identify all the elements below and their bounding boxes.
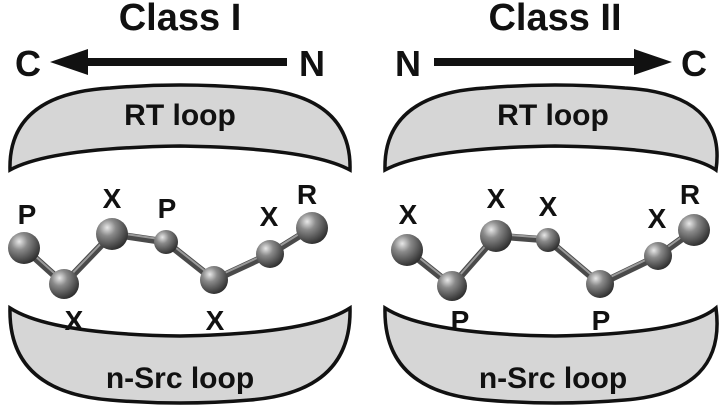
residue-label: P (18, 199, 37, 230)
panel-title: Class I (119, 0, 242, 39)
peptide-chain (391, 214, 710, 301)
residue-sphere (200, 266, 228, 294)
residue-label: P (158, 193, 177, 224)
residue-sphere (480, 220, 512, 252)
residue-sphere (437, 271, 467, 301)
residue-label: X (648, 203, 667, 234)
residue-sphere (154, 230, 178, 254)
direction-arrow-head (50, 49, 88, 75)
rt-loop-label: RT loop (124, 99, 236, 132)
residue-sphere (536, 228, 560, 252)
left-terminus-label: N (395, 43, 421, 84)
panel-class-2: Class II N C RT loop n-Src loop (383, 0, 719, 405)
residue-label: X (487, 183, 506, 214)
residue-sphere (586, 270, 614, 298)
residue-label: X (103, 183, 122, 214)
peptide-chain (8, 212, 328, 299)
residue-sphere (678, 214, 710, 246)
rt-loop-shape (383, 83, 719, 174)
residue-labels: X P X X P X R (399, 179, 700, 336)
residue-label: R (297, 179, 317, 210)
n-src-loop-label: n-Src loop (106, 362, 254, 395)
residue-label: X (260, 201, 279, 232)
residue-sphere (256, 240, 284, 268)
residue-label: X (399, 199, 418, 230)
direction-arrow-head (634, 49, 672, 75)
residue-labels: P X X P X X R (18, 179, 317, 336)
residue-sphere (391, 234, 423, 266)
panel-title: Class II (488, 0, 621, 39)
rt-loop-label: RT loop (497, 99, 609, 132)
residue-sphere (296, 212, 328, 244)
residue-label: X (65, 305, 84, 336)
right-terminus-label: C (681, 43, 707, 84)
n-src-loop-shape (383, 304, 719, 405)
left-terminus-label: C (15, 43, 41, 84)
panel-class-1: Class I C N RT loop n-Src loop (8, 0, 352, 405)
residue-sphere (49, 269, 79, 299)
n-src-loop-label: n-Src loop (479, 362, 627, 395)
residue-label: R (680, 179, 700, 210)
residue-label: X (539, 191, 558, 222)
residue-label: P (451, 305, 470, 336)
residue-sphere (8, 232, 40, 264)
right-terminus-label: N (299, 43, 325, 84)
residue-label: X (206, 305, 225, 336)
residue-sphere (96, 218, 128, 250)
rt-loop-shape (8, 83, 352, 173)
n-src-loop-shape (8, 304, 352, 405)
residue-label: P (592, 305, 611, 336)
residue-sphere (644, 242, 672, 270)
